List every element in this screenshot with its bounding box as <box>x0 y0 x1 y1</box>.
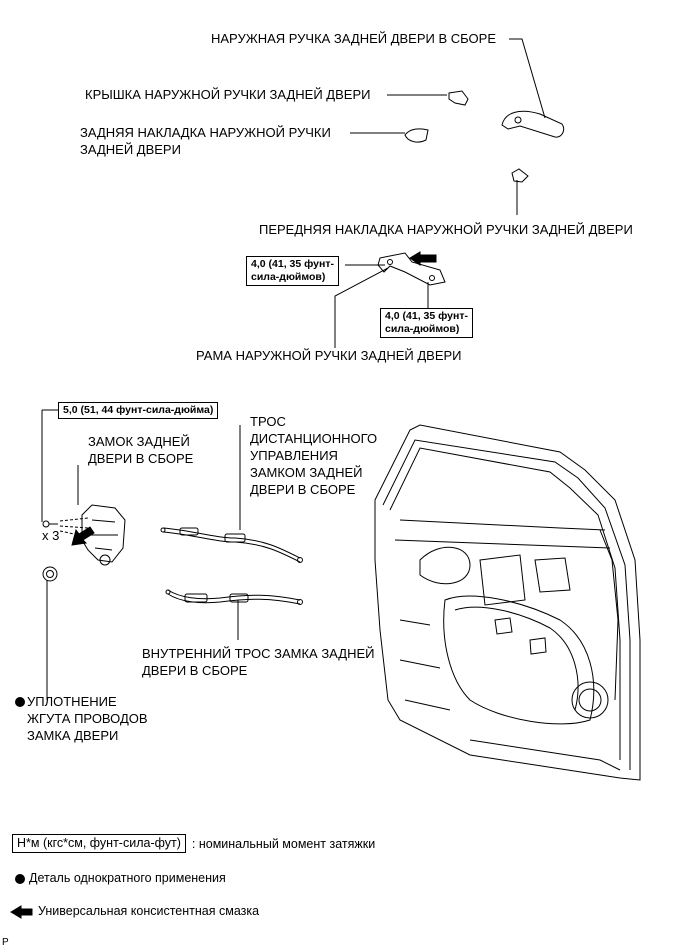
handle-cover-label: КРЫШКА НАРУЖНОЙ РУЧКИ ЗАДНЕЙ ДВЕРИ <box>85 87 371 102</box>
rear-pad-label-line1: ЗАДНЯЯ НАКЛАДКА НАРУЖНОЙ РУЧКИ <box>80 125 331 140</box>
legend-grease-text: Универсальная консистентная смазка <box>38 904 260 918</box>
torque-text: 5,0 (51, 44 фунт-сила-дюйма) <box>63 404 214 416</box>
legend-grease-arrow-icon <box>10 905 33 919</box>
rear-pad-label-line2: ЗАДНЕЙ ДВЕРИ <box>80 142 181 157</box>
grommet-part <box>42 566 58 582</box>
outer-handle-label: НАРУЖНАЯ РУЧКА ЗАДНЕЙ ДВЕРИ В СБОРЕ <box>211 31 496 46</box>
page-code: P <box>2 937 9 948</box>
legend-grease-row: Универсальная консистентная смазка <box>38 904 259 918</box>
front-pad-part <box>511 168 529 183</box>
legend-nonreusable-text: Деталь однократного применения <box>29 871 226 885</box>
remote-cable-label-line5: ДВЕРИ В СБОРЕ <box>250 482 356 497</box>
remote-cable-part <box>160 527 303 563</box>
remote-cable-label-line4: ЗАМКОМ ЗАДНЕЙ <box>250 465 363 480</box>
remote-cable-label-line3: УПРАВЛЕНИЯ <box>250 448 338 463</box>
legend-nonreusable-row: Деталь однократного применения <box>29 871 226 885</box>
remote-cable-label-line2: ДИСТАНЦИОННОГО <box>250 431 378 446</box>
frame-label: РАМА НАРУЖНОЙ РУЧКИ ЗАДНЕЙ ДВЕРИ <box>196 348 462 363</box>
torque-text: 4,0 (41, 35 фунт- <box>251 258 334 270</box>
grease-arrow-lock-icon <box>71 526 95 546</box>
rear-door-panel <box>374 424 641 781</box>
torque-box-lock: 5,0 (51, 44 фунт-сила-дюйма) <box>58 402 219 419</box>
lock-label-line1: ЗАМОК ЗАДНЕЙ <box>88 434 190 449</box>
inner-cable-part <box>165 589 303 605</box>
handle-cover-part <box>448 90 469 106</box>
front-pad-label: ПЕРЕДНЯЯ НАКЛАДКА НАРУЖНОЙ РУЧКИ ЗАДНЕЙ … <box>259 222 633 237</box>
legend-torque-unit: Н*м (кгс*см, фунт-сила-фут) <box>12 834 186 853</box>
outer-handle-part <box>501 110 565 138</box>
nonreusable-bullet-icon <box>15 697 25 707</box>
torque-text: 4,0 (41, 35 фунт- <box>385 310 468 322</box>
handle-frame-part <box>377 252 446 286</box>
door-lock-part <box>59 504 126 566</box>
inner-cable-label-line1: ВНУТРЕННИЙ ТРОС ЗАМКА ЗАДНЕЙ <box>142 646 375 661</box>
lock-label-line2: ДВЕРИ В СБОРЕ <box>88 451 194 466</box>
torque-box-frame-left: 4,0 (41, 35 фунт- сила-дюймов) <box>246 256 339 286</box>
grommet-label-line1: УПЛОТНЕНИЕ <box>27 694 117 709</box>
legend-torque-row: Н*м (кгс*см, фунт-сила-фут) : номинальны… <box>12 834 375 853</box>
torque-text: сила-дюймов) <box>385 323 460 335</box>
legend-bullet-icon <box>15 874 25 884</box>
qty-label: x 3 <box>42 528 60 543</box>
grease-arrow-icon <box>409 251 437 266</box>
lock-screw-part <box>42 520 58 528</box>
leader-lines <box>41 38 546 700</box>
grommet-label-line3: ЗАМКА ДВЕРИ <box>27 728 119 743</box>
remote-cable-label-line1: ТРОС <box>250 414 286 429</box>
torque-text: сила-дюймов) <box>251 271 326 283</box>
grommet-label-line2: ЖГУТА ПРОВОДОВ <box>27 711 148 726</box>
legend-torque-desc: : номинальный момент затяжки <box>191 836 376 851</box>
torque-box-frame-right: 4,0 (41, 35 фунт- сила-дюймов) <box>380 308 473 338</box>
rear-pad-part <box>404 128 429 143</box>
inner-cable-label-line2: ДВЕРИ В СБОРЕ <box>142 663 248 678</box>
